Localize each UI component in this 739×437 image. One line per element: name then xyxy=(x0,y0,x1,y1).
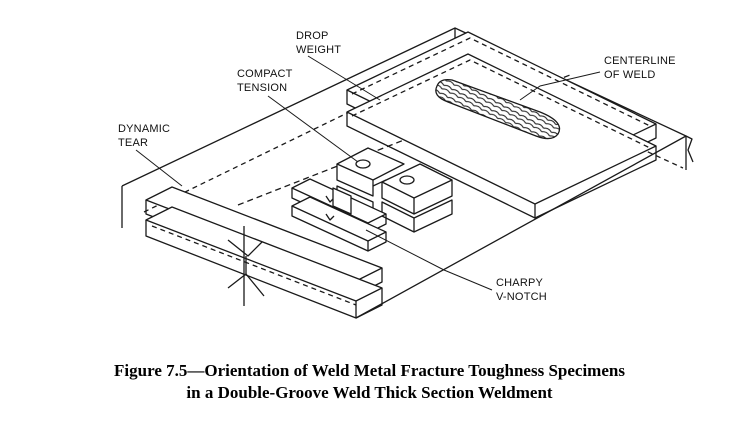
label-dynamic-tear-1: DYNAMIC xyxy=(118,123,170,135)
label-compact-tension-2: TENSION xyxy=(237,82,287,94)
label-drop-weight-2: WEIGHT xyxy=(296,44,341,56)
leader-lines xyxy=(135,55,601,291)
label-centerline-2: OF WELD xyxy=(604,69,656,81)
label-drop-weight-1: DROP xyxy=(296,30,329,42)
label-charpy-2: V-NOTCH xyxy=(496,291,547,303)
label-charpy-1: CHARPY xyxy=(496,277,544,289)
dynamic-tear-specimen xyxy=(145,186,383,319)
label-dynamic-tear-2: TEAR xyxy=(118,137,148,149)
drop-weight-specimen xyxy=(346,31,657,219)
label-centerline-1: CENTERLINE xyxy=(604,55,676,67)
label-compact-tension-1: COMPACT xyxy=(237,68,293,80)
weld-bead xyxy=(435,78,561,140)
charpy-v-notch-specimen xyxy=(291,178,387,252)
figure-caption-line-2: in a Double-Groove Weld Thick Section We… xyxy=(186,383,553,402)
figure-caption-line-1: Figure 7.5—Orientation of Weld Metal Fra… xyxy=(114,361,625,380)
